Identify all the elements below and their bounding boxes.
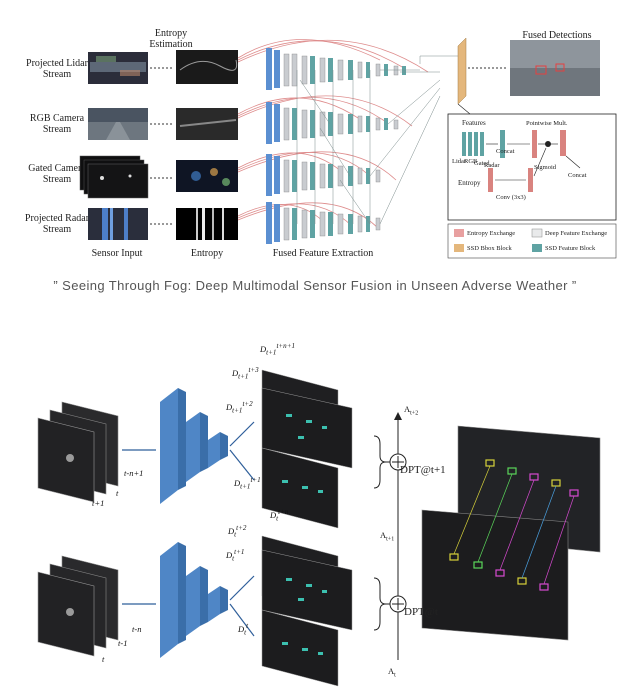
inset-input-lidar: Lidar [452,158,467,165]
entropy-image-gated [176,160,238,192]
d-label-top-2: Dt+1t+2 [226,400,253,415]
lidar-input-image [88,52,148,84]
frame-label-bottom-2: t-n [132,624,142,634]
frame-stack-bottom [37,555,119,657]
deep-feature-exchange-lines [296,55,458,225]
radar-input-image [88,208,148,240]
frame-label-top-2: t-n+1 [124,468,144,478]
bottom-diagram-svg [37,369,601,687]
inset-box [447,113,617,221]
a-label-top: At+2 [404,404,419,417]
feature-blocks [266,48,406,244]
frame-label-top-0: t+1 [92,498,105,508]
legend-swatch-entropy [454,229,464,237]
legend-swatch-ssd-bbox [454,244,464,252]
fused-detections-label: Fused Detections [522,30,592,41]
heatmaps-bottom [261,535,353,687]
legend-swatch-ssd-feature [532,244,542,252]
d-label-top-1: Dt+1t+3 [232,366,259,381]
input-to-entropy-arrows [150,67,174,225]
stream-label-lidar: Projected Lidar Stream [26,58,88,80]
inset-features-label: Features [462,119,486,127]
top-diagram-svg [79,37,617,259]
legend-ssd-bbox-block: SSD Bbox Block [467,245,512,252]
inset-input-rgb: RGB [464,158,478,165]
stream-label-rgb: RGB Camera Stream [29,113,85,135]
stream-label-radar: Projected Radar Stream [24,213,90,235]
bottom-figure: t+1 t t-n+1 t t-1 t-n Dt+1t+n+1 Dt+1t+3 … [0,340,629,695]
entropy-estimation-label: Entropy Estimation [149,28,193,50]
d-label-bottom-0: Dtt+2 [228,524,247,539]
rgb-input-image [88,108,148,140]
frame-label-bottom-0: t [102,654,105,664]
top-figure: Projected Lidar Stream RGB Camera Stream… [0,0,629,265]
legend-ssd-feature-block: SSD Feature Block [545,245,596,252]
frame-label-bottom-1: t-1 [118,638,128,648]
dpt-label-top: DPT@t+1 [400,464,446,476]
inset-concat1-label: Concat [496,148,515,155]
inset-blocks [462,130,566,192]
d-label-bottom-3: Dtt [238,622,249,637]
ssd-bbox-block [457,37,467,105]
inset-entropy-label: Entropy [458,179,481,187]
legend-swatch-deep-feature [531,228,543,238]
legend-deep-feature-exchange: Deep Feature Exchange [545,230,608,237]
a-label-bottom: At [388,666,396,679]
a-arrow-head [394,412,402,420]
frame-stack-top [37,401,119,503]
dpt-label-bottom: DPT@t [404,606,438,618]
legend-entropy-exchange: Entropy Exchange [467,230,516,237]
encoder-arrows [122,421,255,637]
entropy-image-radar [176,208,238,240]
inset-input-radar: Radar [484,162,500,169]
entropy-label: Entropy [190,248,224,259]
inset-arrows [486,143,581,181]
figure-caption: ” Seeing Through Fog: Deep Multimodal Se… [53,278,577,293]
sensor-input-label: Sensor Input [91,248,143,259]
a-label-mid: At+1 [380,530,395,543]
inset-concat2-label: Concat [568,172,587,179]
inset-conv-label: Conv (3x3) [496,194,526,201]
heatmaps-top [261,369,353,529]
brace-top [373,435,387,489]
frame-label-top-1: t [116,488,119,498]
stream-label-gated: Gated Camera Stream [28,163,86,185]
entropy-image-lidar [176,50,238,84]
encoder-network-top [160,388,228,504]
output-frames [421,425,601,641]
inset-pointwise-label: Pointwise Mult. [526,120,568,127]
inset-sigmoid-label: Sigmoid [534,164,557,171]
fused-feature-label: Fused Feature Extraction [272,248,374,259]
feature-row-gated [266,154,381,196]
d-label-top-0: Dt+1t+n+1 [260,342,296,357]
feature-row-lidar [266,48,406,90]
d-label-top-3: Dt+1t+1 [234,476,261,491]
encoder-network-bottom [160,542,228,658]
d-label-bottom-2: Dtt+1 [226,548,245,563]
feature-row-radar [266,202,381,244]
d-label-bottom-1: Dtt+n [270,508,289,523]
brace-bottom [373,577,387,631]
feature-row-rgb [266,102,399,144]
gated-input-image [79,155,149,199]
inset-input-gated: Gated [474,160,490,167]
